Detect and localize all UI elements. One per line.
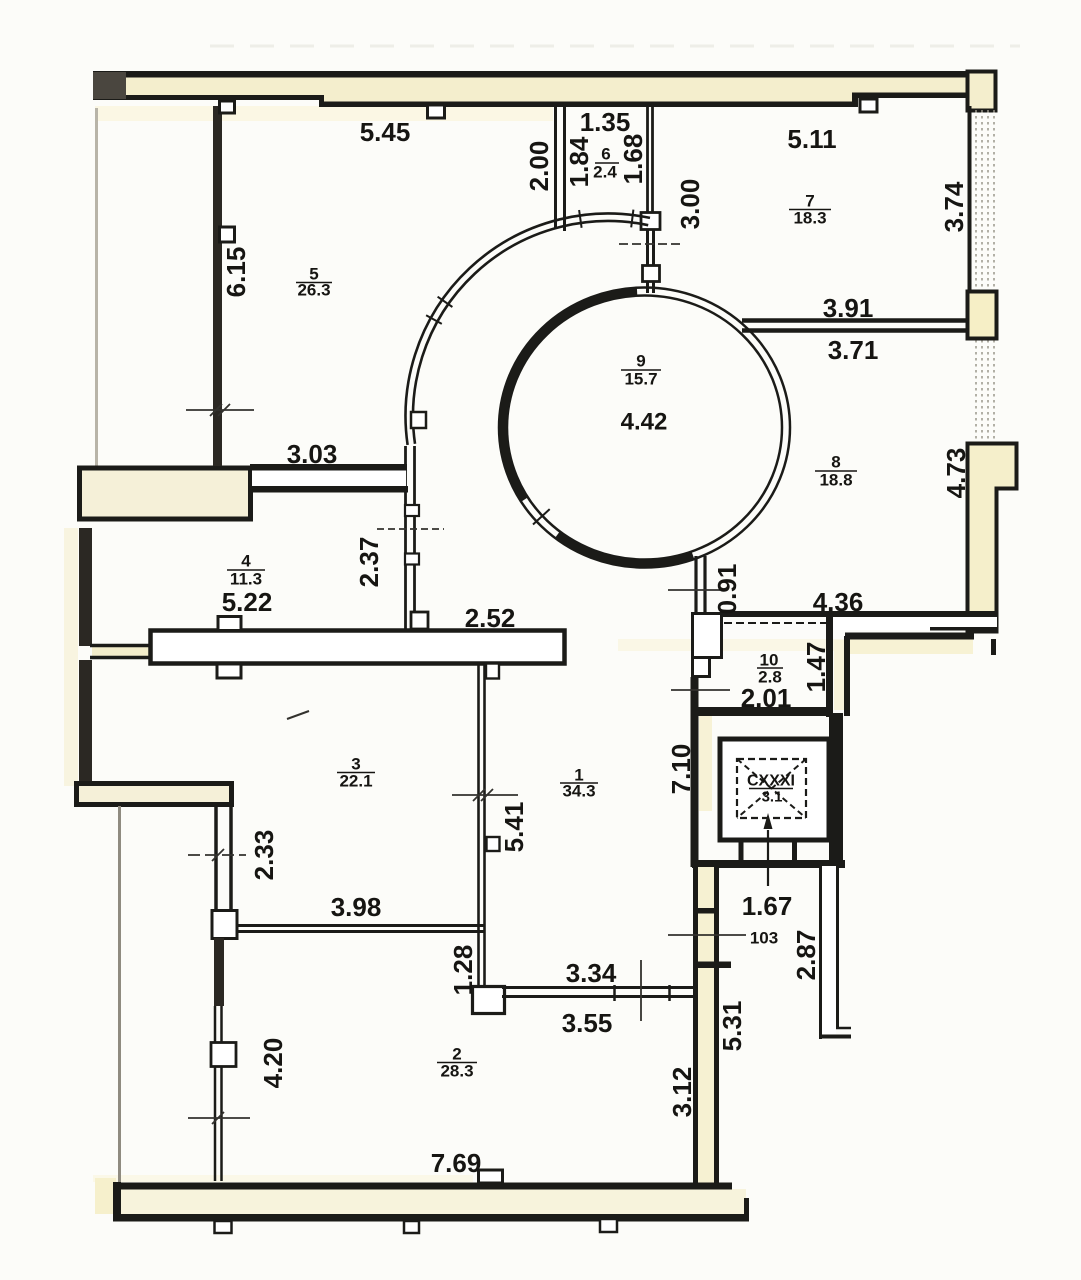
svg-text:22.1: 22.1 [339, 772, 372, 791]
svg-text:1.68: 1.68 [618, 134, 648, 185]
svg-text:0.91: 0.91 [712, 564, 742, 615]
svg-text:8: 8 [831, 453, 840, 472]
svg-text:15.7: 15.7 [624, 370, 657, 389]
svg-text:2: 2 [452, 1045, 461, 1064]
svg-text:18.8: 18.8 [819, 471, 852, 490]
svg-text:28.3: 28.3 [440, 1062, 473, 1081]
svg-text:4.42: 4.42 [621, 409, 668, 436]
svg-text:4: 4 [241, 552, 251, 571]
svg-text:1.35: 1.35 [580, 107, 631, 137]
svg-text:7: 7 [805, 192, 814, 211]
svg-text:9: 9 [636, 352, 645, 371]
svg-text:1: 1 [574, 766, 583, 785]
svg-text:3.98: 3.98 [331, 892, 382, 922]
svg-text:3.34: 3.34 [566, 958, 617, 988]
svg-text:26.3: 26.3 [297, 281, 330, 300]
svg-text:11.3: 11.3 [230, 570, 262, 589]
svg-text:2.52: 2.52 [465, 603, 516, 633]
svg-text:7.10: 7.10 [666, 744, 696, 795]
svg-text:2.01: 2.01 [741, 683, 792, 713]
svg-text:34.3: 34.3 [562, 782, 595, 801]
svg-text:1.84: 1.84 [564, 136, 594, 187]
svg-text:5: 5 [309, 265, 318, 284]
svg-text:4.20: 4.20 [258, 1038, 288, 1089]
svg-text:103: 103 [750, 929, 778, 948]
svg-text:5.45: 5.45 [360, 117, 411, 147]
svg-text:5.11: 5.11 [787, 124, 836, 154]
svg-text:2.33: 2.33 [249, 830, 279, 881]
svg-text:5.22: 5.22 [222, 587, 273, 617]
svg-text:3.12: 3.12 [667, 1067, 697, 1118]
svg-text:4.36: 4.36 [813, 587, 864, 617]
svg-text:5.31: 5.31 [717, 1001, 747, 1052]
svg-text:2.37: 2.37 [354, 537, 384, 588]
svg-text:CXXXI: CXXXI [747, 773, 795, 790]
svg-text:2.8: 2.8 [758, 668, 782, 687]
svg-text:7.69: 7.69 [431, 1148, 482, 1178]
svg-text:3.03: 3.03 [287, 439, 338, 469]
svg-text:1.28: 1.28 [448, 945, 478, 996]
svg-text:3.71: 3.71 [828, 335, 879, 365]
svg-text:6: 6 [601, 145, 610, 164]
svg-text:1.47: 1.47 [801, 642, 831, 693]
svg-text:3: 3 [351, 755, 360, 774]
svg-text:3.55: 3.55 [562, 1008, 613, 1038]
svg-text:1.67: 1.67 [742, 891, 793, 921]
svg-text:4.73: 4.73 [941, 448, 971, 499]
svg-text:3.00: 3.00 [675, 179, 705, 230]
svg-text:18.3: 18.3 [793, 209, 826, 228]
svg-text:10: 10 [760, 651, 779, 670]
svg-text:2.00: 2.00 [524, 141, 554, 192]
svg-text:5.41: 5.41 [499, 802, 529, 853]
svg-text:3.74: 3.74 [939, 181, 969, 232]
svg-text:6.15: 6.15 [221, 247, 251, 298]
svg-text:3.91: 3.91 [823, 293, 874, 323]
svg-text:3.1: 3.1 [762, 789, 783, 806]
svg-text:2.4: 2.4 [593, 163, 617, 182]
svg-text:2.87: 2.87 [791, 930, 821, 981]
